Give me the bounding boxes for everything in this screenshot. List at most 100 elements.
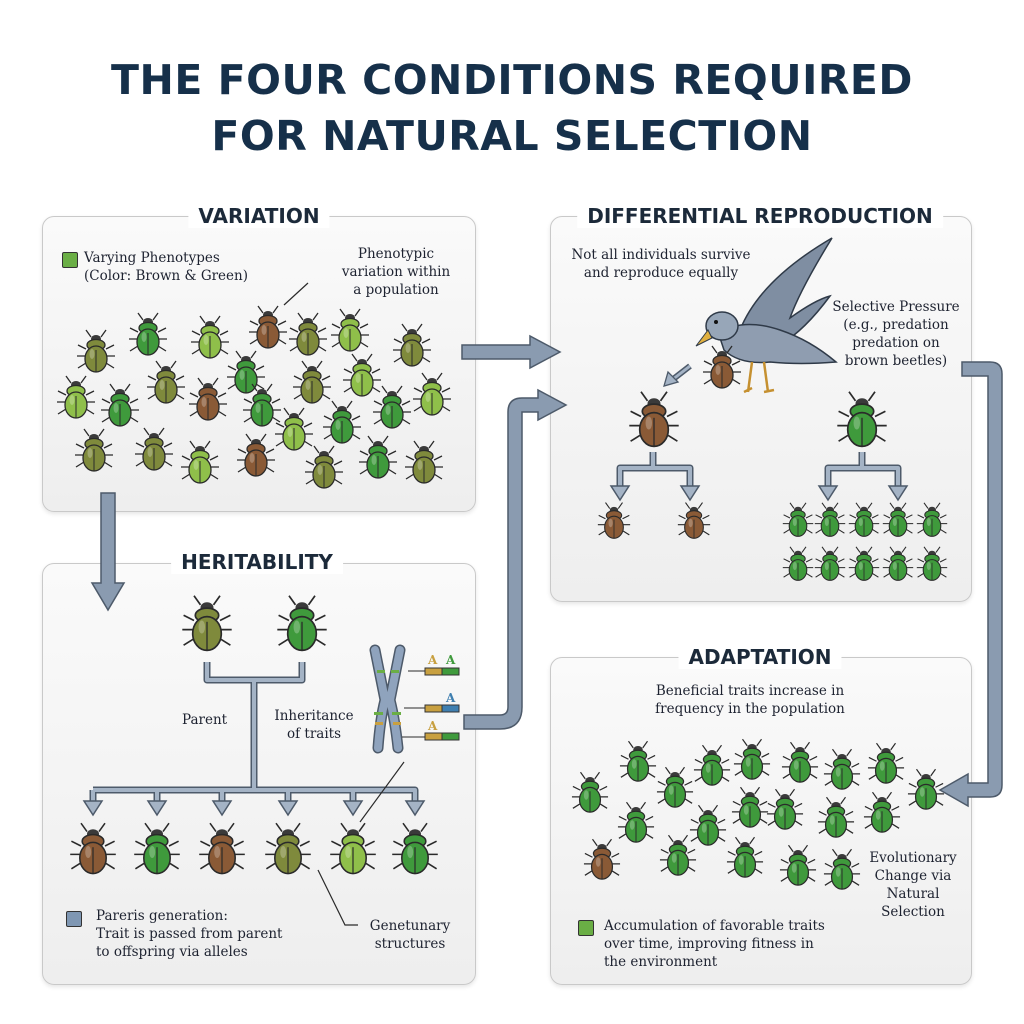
heritability-panel xyxy=(42,563,476,985)
beetle-icon xyxy=(226,350,266,394)
beetle-icon xyxy=(76,329,116,373)
beetle-icon xyxy=(907,768,945,810)
beetle-icon xyxy=(583,838,621,880)
beetle-icon xyxy=(916,502,948,537)
differential-reproduction-panel xyxy=(550,216,972,602)
beetle-icon xyxy=(342,353,382,397)
beetle-icon xyxy=(848,502,880,537)
beetle-icon xyxy=(836,390,888,448)
beetle-icon xyxy=(404,440,444,484)
differential-branch-arrowheads xyxy=(609,485,909,502)
beetle-icon xyxy=(412,372,452,416)
beetle-icon xyxy=(190,315,230,359)
beetle-icon xyxy=(74,428,114,472)
beetle-icon xyxy=(817,796,855,838)
beetle-icon xyxy=(814,546,846,581)
beetle-icon xyxy=(180,440,220,484)
beetle-icon xyxy=(146,360,186,404)
beetle-icon xyxy=(100,383,140,427)
beetle-icon xyxy=(134,427,174,471)
beetle-population xyxy=(56,305,948,890)
page-title-line-1: THE FOUR CONDITIONS REQUIRED xyxy=(111,56,913,104)
legend-blue-square xyxy=(66,911,82,927)
variation-legend: Varying Phenotypes (Color: Brown & Green… xyxy=(84,250,248,284)
beetle-icon xyxy=(329,822,377,875)
parent-label: Parent xyxy=(182,712,228,728)
adaptation-legend: Accumulation of favorable traits over ti… xyxy=(604,918,825,970)
beetle-icon xyxy=(188,377,228,421)
inheritance-label: Inheritance of traits xyxy=(274,708,354,742)
adaptation-note: Beneficial traits increase in frequency … xyxy=(655,683,845,717)
beetle-icon xyxy=(69,822,117,875)
heritability-tree-arrowheads xyxy=(82,800,426,817)
beetle-icon xyxy=(731,786,769,828)
beetle-icon xyxy=(782,546,814,581)
leader-lines xyxy=(283,282,405,926)
beetle-icon xyxy=(248,305,288,349)
beetle-icon xyxy=(677,502,711,539)
beetle-icon xyxy=(274,407,314,451)
genetic-structures-label: Genetunary structures xyxy=(369,918,451,952)
adaptation-title: ADAPTATION xyxy=(678,645,842,669)
adaptation-panel xyxy=(550,657,972,985)
beetle-icon xyxy=(814,502,846,537)
allele-label-2: A xyxy=(446,653,456,667)
beetle-icon xyxy=(288,312,328,356)
heritability-tree xyxy=(91,662,417,803)
beetle-icon xyxy=(358,435,398,479)
legend-green-square-2 xyxy=(578,920,594,936)
beetle-icon xyxy=(372,385,412,429)
beetle-icon xyxy=(781,741,819,783)
beetle-icon xyxy=(304,445,344,489)
evolutionary-change-label: Evolutionary Change via Natural Selectio… xyxy=(869,850,957,920)
beetle-icon xyxy=(56,375,96,419)
beetle-icon xyxy=(733,738,771,780)
beetle-icon xyxy=(292,360,332,404)
beetle-icon xyxy=(392,323,432,367)
beetle-icon xyxy=(659,834,697,876)
beetle-icon xyxy=(128,312,168,356)
beetle-icon xyxy=(916,546,948,581)
beetle-icon xyxy=(628,390,680,448)
allele-label-4: A xyxy=(428,719,438,733)
beetle-icon xyxy=(571,771,609,813)
beetle-icon xyxy=(236,433,276,477)
beetle-icon xyxy=(882,546,914,581)
beetle-icon xyxy=(689,804,727,846)
beetle-icon xyxy=(782,502,814,537)
beetle-icon xyxy=(726,836,764,878)
allele-label-1: A xyxy=(428,653,438,667)
selective-pressure-label: Selective Pressure (e.g., predation pred… xyxy=(832,299,960,369)
variation-title: VARIATION xyxy=(188,204,330,228)
beetle-icon xyxy=(823,848,861,890)
heritability-title: HERITABILITY xyxy=(171,550,343,574)
beetle-icon xyxy=(181,594,233,652)
variation-callout: Phenotypic variation within a population xyxy=(341,246,451,298)
beetle-icon xyxy=(863,791,901,833)
beetle-icon xyxy=(597,502,631,539)
beetle-icon xyxy=(391,822,439,875)
flow-arrow-icon xyxy=(90,334,1003,808)
beetle-icon xyxy=(779,844,817,886)
beetle-icon xyxy=(617,801,655,843)
beetle-icon xyxy=(693,744,731,786)
legend-green-square xyxy=(62,252,78,268)
beetle-icon xyxy=(882,502,914,537)
differential-note: Not all individuals survive and reproduc… xyxy=(571,247,751,281)
beetle-icon xyxy=(276,594,328,652)
beetle-icon xyxy=(264,822,312,875)
beetle-icon xyxy=(198,822,246,875)
beetle-icon xyxy=(322,400,362,444)
beetle-icon xyxy=(330,308,370,352)
beetle-icon xyxy=(656,766,694,808)
allele-lines xyxy=(402,670,425,738)
differential-reproduction-title: DIFFERENTIAL REPRODUCTION xyxy=(577,204,943,228)
beetle-icon xyxy=(867,742,905,784)
heritability-legend: Pareris generation: Trait is passed from… xyxy=(96,908,283,960)
page-title-line-2: FOR NATURAL SELECTION xyxy=(211,112,813,160)
beetle-icon xyxy=(133,822,181,875)
beetle-icon xyxy=(848,546,880,581)
beetle-icon xyxy=(823,748,861,790)
bird-icon xyxy=(695,237,838,394)
